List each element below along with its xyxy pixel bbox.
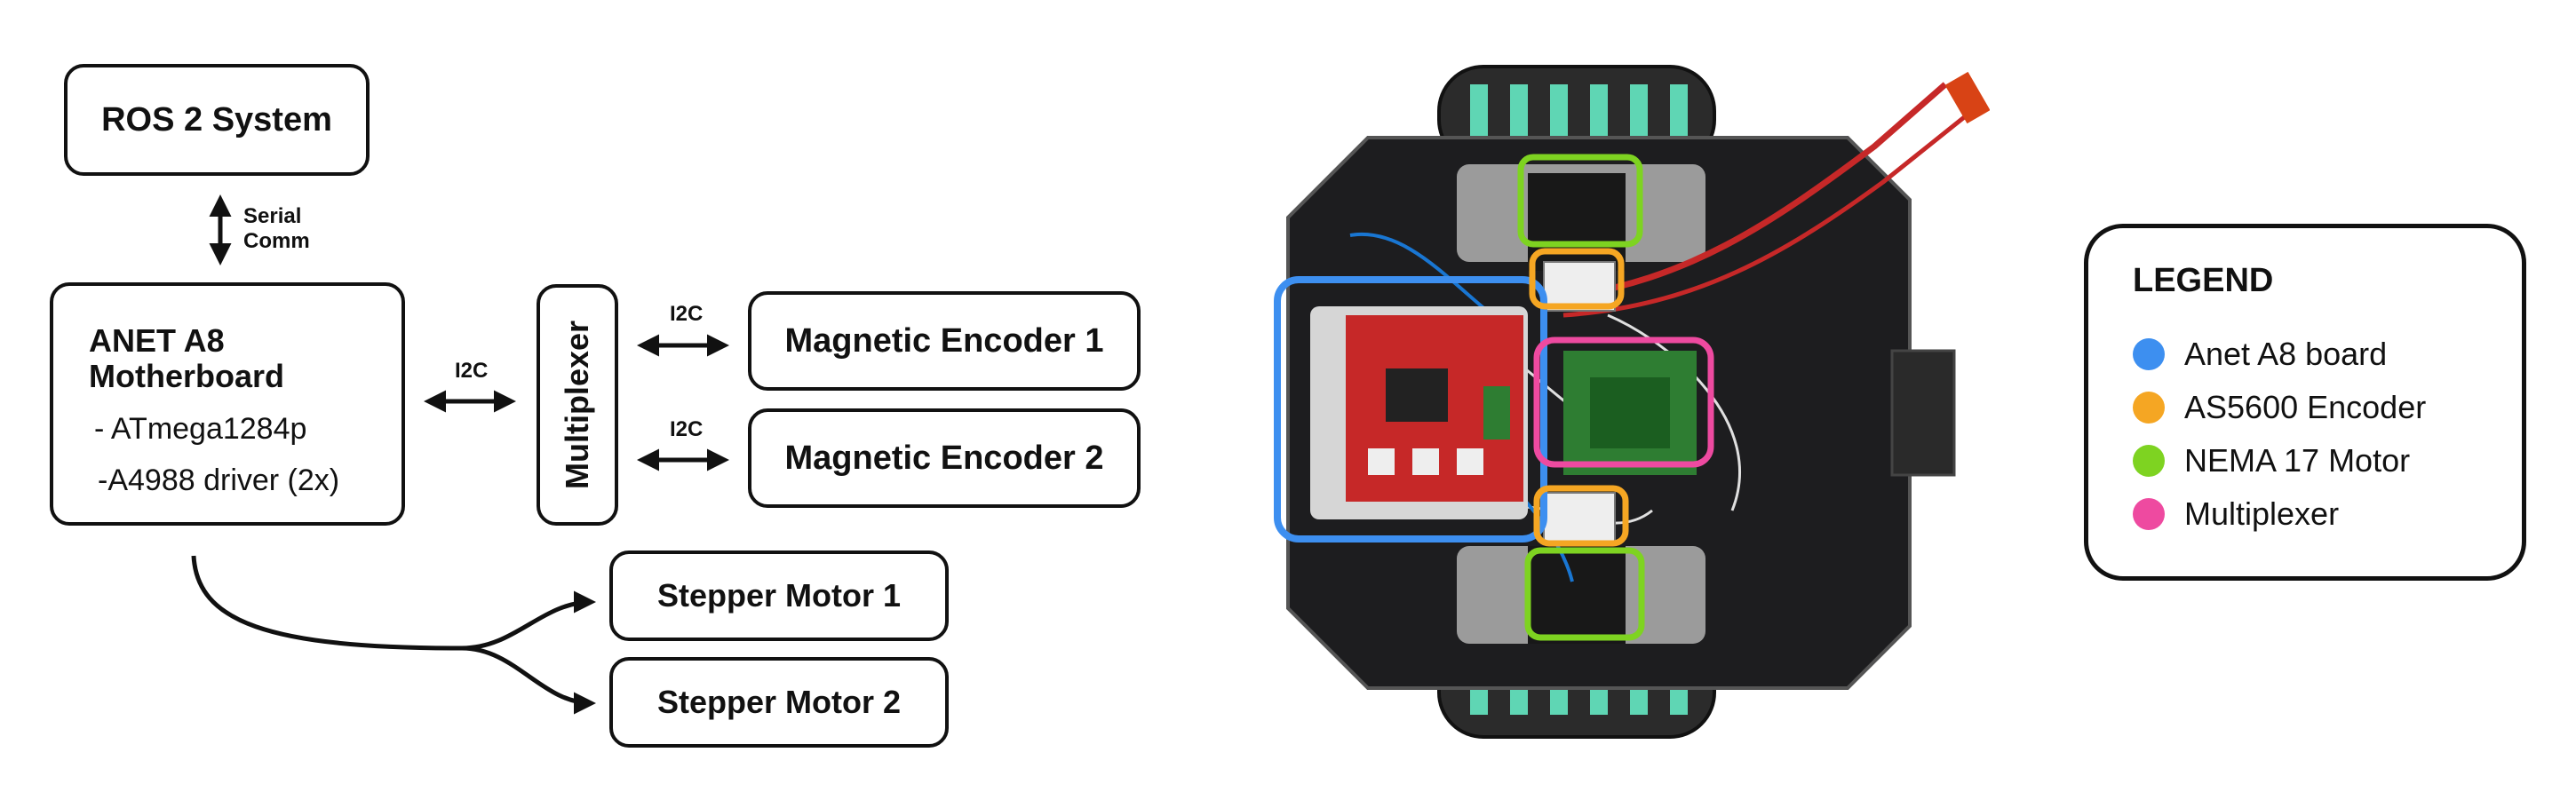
- serial-comm-label: Serial Comm: [243, 204, 310, 254]
- pink-dot-icon: [2133, 498, 2165, 530]
- motherboard-item-driver: -A4988 driver (2x): [98, 463, 339, 498]
- legend-item-motor: NEMA 17 Motor: [2133, 443, 2410, 479]
- legend-title: LEGEND: [2133, 262, 2273, 300]
- green-dot-icon: [2133, 445, 2165, 477]
- blue-dot-icon: [2133, 338, 2165, 370]
- motherboard-box: ANET A8 Motherboard - ATmega1284p -A4988…: [50, 282, 405, 526]
- legend-item-multiplexer: Multiplexer: [2133, 496, 2339, 532]
- connector: [1945, 72, 1990, 123]
- i2c-label-board-mux: I2C: [455, 359, 488, 384]
- motherboard-item-cpu: - ATmega1284p: [94, 412, 306, 447]
- motor-arrow-2: [462, 648, 592, 703]
- rear-bracket: [1892, 351, 1954, 475]
- robot-top-view-photo: [1270, 49, 1990, 759]
- serial-label-line-2: Comm: [243, 229, 310, 254]
- stepper-motor-2-box: Stepper Motor 2: [609, 657, 949, 748]
- ros2-system-label: ROS 2 System: [101, 101, 332, 139]
- stepper-motor-1-box: Stepper Motor 1: [609, 550, 949, 641]
- i2c-label-encoder-2: I2C: [670, 417, 703, 442]
- serial-label-line-1: Serial: [243, 204, 310, 229]
- ros2-system-box: ROS 2 System: [64, 64, 370, 176]
- orange-dot-icon: [2133, 392, 2165, 424]
- multiplexer-label: Multiplexer: [559, 321, 596, 489]
- motherboard-title: ANET A8 Motherboard: [89, 323, 284, 394]
- magnetic-encoder-2-label: Magnetic Encoder 2: [785, 440, 1104, 478]
- stepper-motor-1-label: Stepper Motor 1: [657, 577, 901, 614]
- motor-arrow-1: [194, 556, 592, 648]
- legend-label: AS5600 Encoder: [2184, 389, 2426, 426]
- magnetic-encoder-1-label: Magnetic Encoder 1: [785, 322, 1104, 360]
- magnetic-encoder-2-box: Magnetic Encoder 2: [748, 408, 1141, 508]
- multiplexer-board: [1563, 351, 1697, 475]
- top-motor: [1528, 173, 1626, 271]
- i2c-label-encoder-1: I2C: [670, 302, 703, 327]
- multiplexer-box: Multiplexer: [537, 284, 618, 526]
- legend-item-anet: Anet A8 board: [2133, 337, 2387, 372]
- motherboard-title-line-2: Motherboard: [89, 359, 284, 394]
- legend-label: NEMA 17 Motor: [2184, 442, 2410, 479]
- anet-a8-board: [1310, 306, 1528, 519]
- legend-label: Multiplexer: [2184, 495, 2339, 533]
- legend-label: Anet A8 board: [2184, 336, 2387, 373]
- bottom-encoder: [1544, 493, 1615, 542]
- bottom-motor: [1528, 546, 1626, 644]
- legend-item-encoder: AS5600 Encoder: [2133, 390, 2426, 425]
- stepper-motor-2-label: Stepper Motor 2: [657, 684, 901, 721]
- legend: LEGEND Anet A8 board AS5600 Encoder NEMA…: [2084, 224, 2526, 581]
- motherboard-title-line-1: ANET A8: [89, 323, 284, 359]
- magnetic-encoder-1-box: Magnetic Encoder 1: [748, 291, 1141, 391]
